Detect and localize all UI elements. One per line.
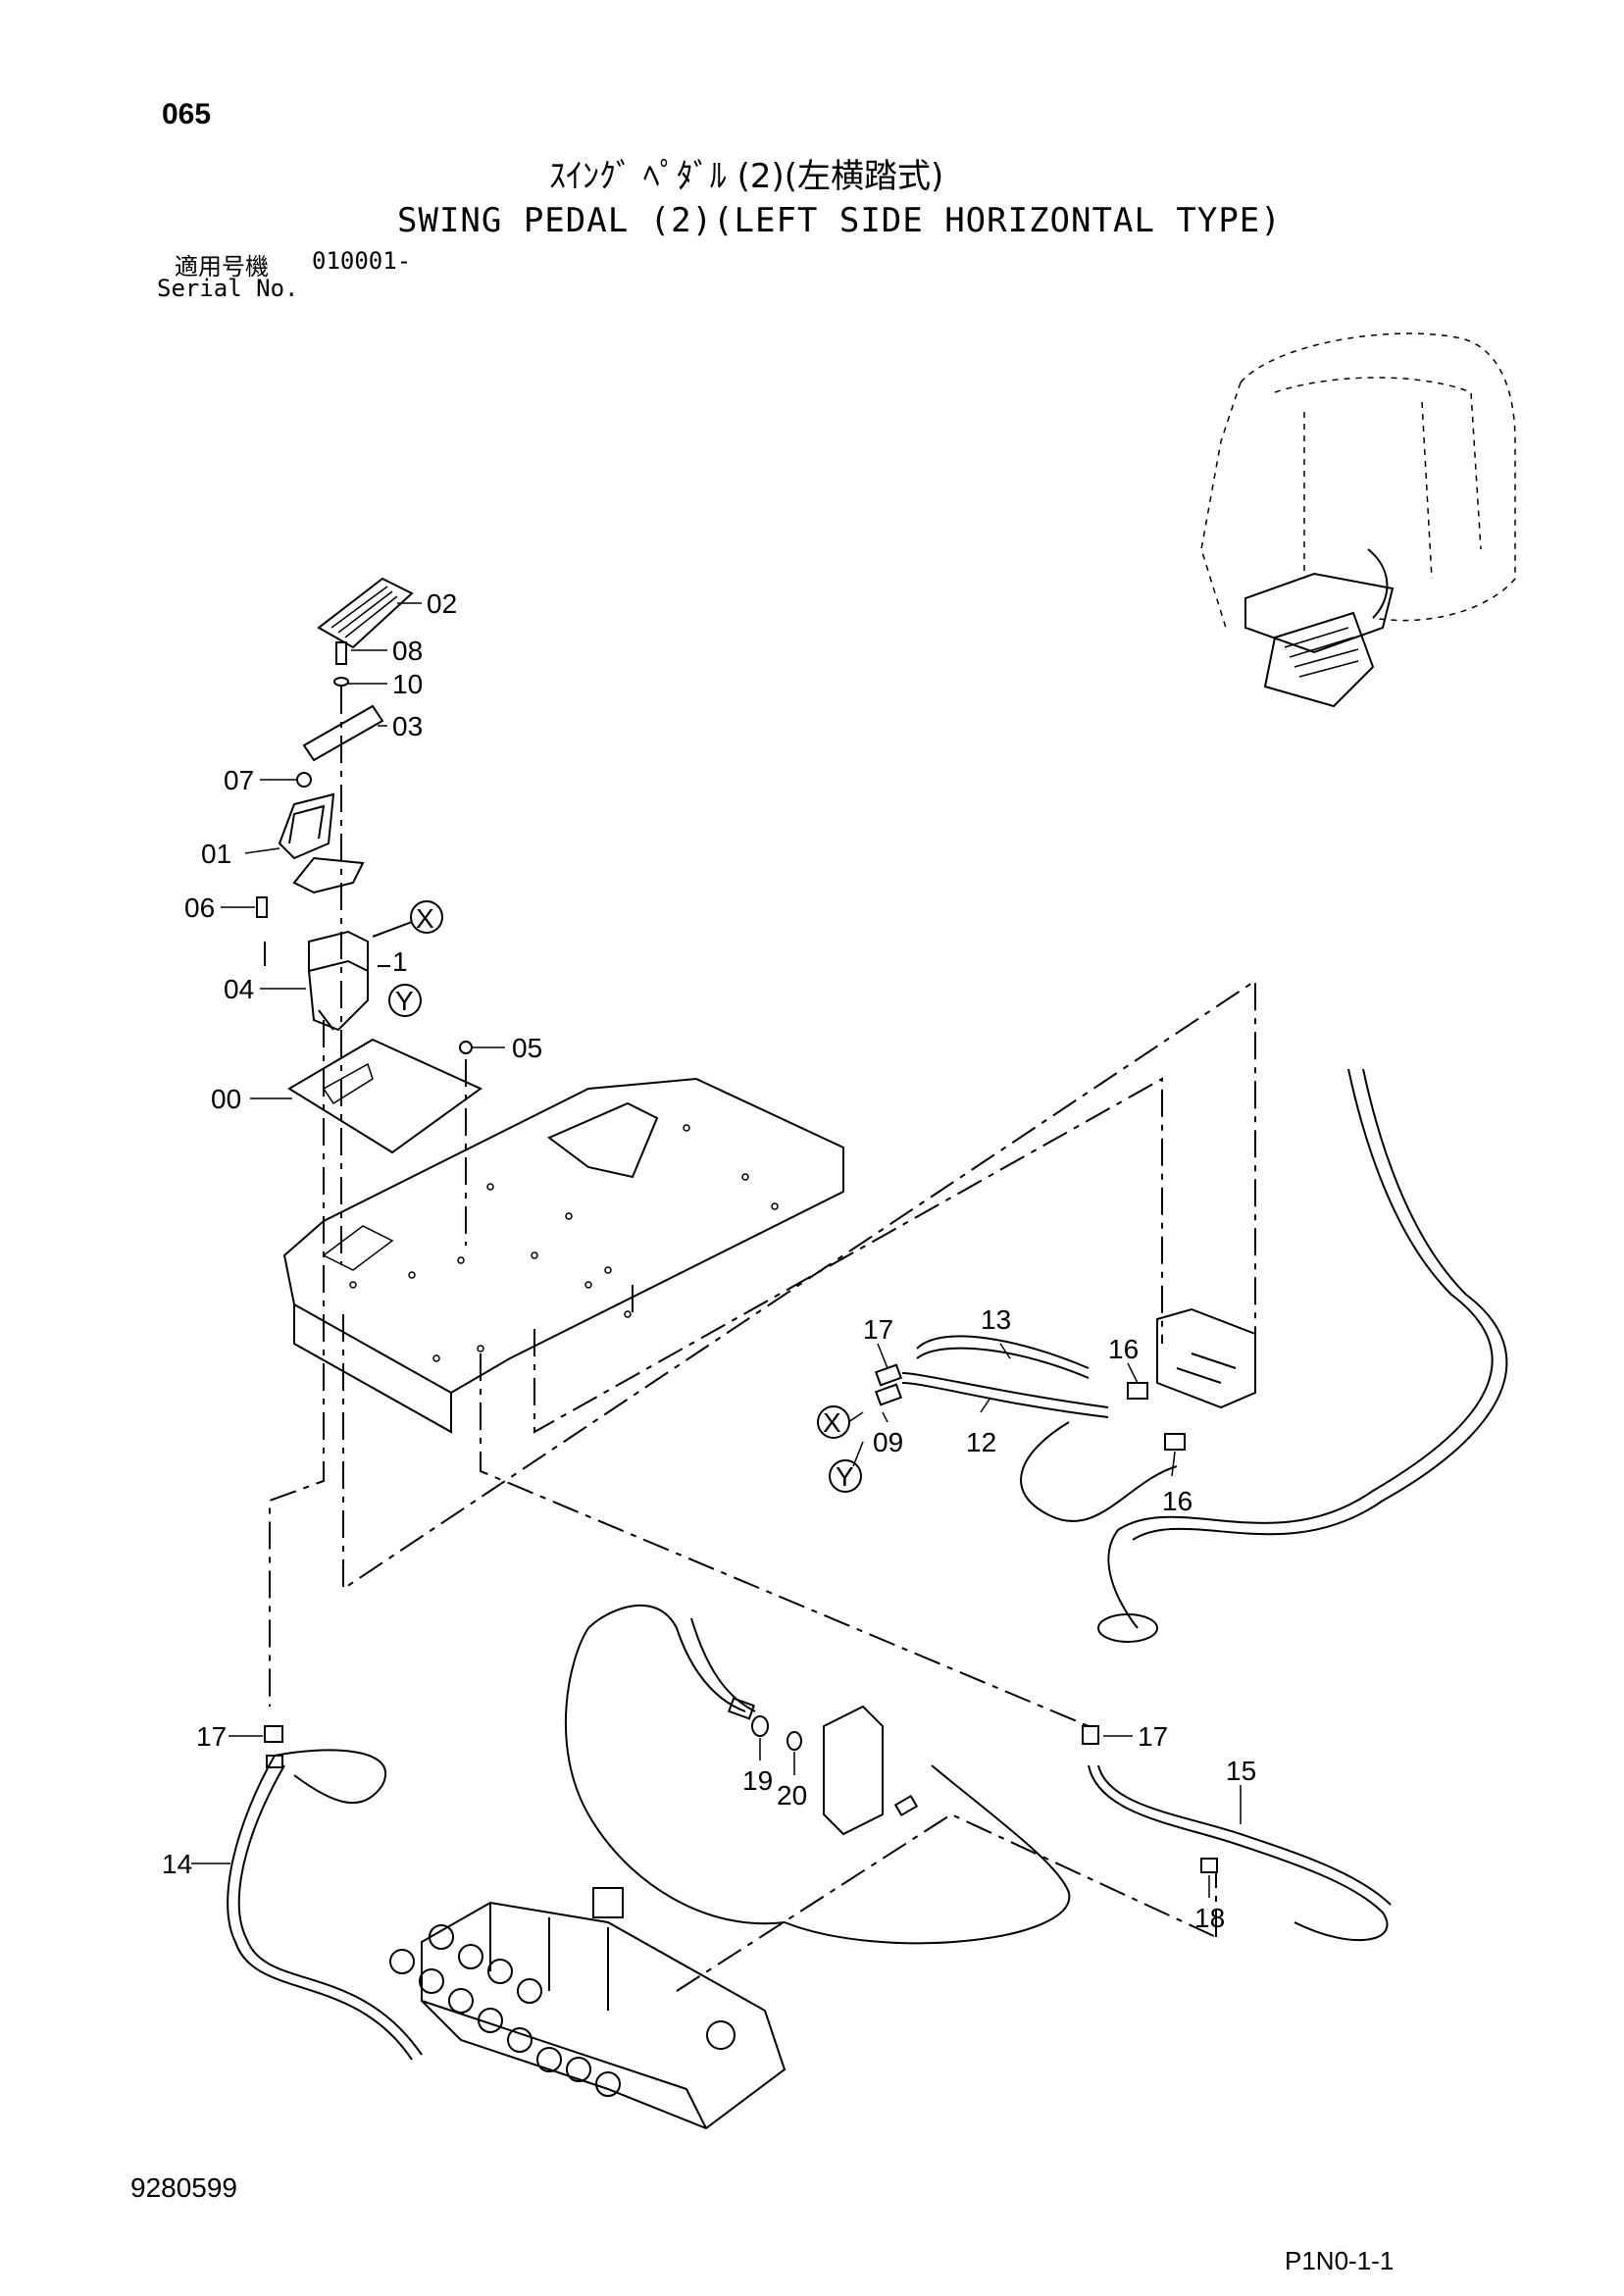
- page-number: 065: [162, 98, 212, 130]
- callout-09: 09: [873, 1427, 903, 1457]
- callout-12: 12: [966, 1427, 996, 1457]
- solenoid-valve-block: [1156, 1307, 1256, 1409]
- wire-harness: [1020, 1068, 1508, 1643]
- washer-10: [333, 677, 349, 687]
- port-x-label: X: [416, 903, 434, 934]
- control-valve-bank: [389, 1887, 787, 2130]
- drawing-number: 9280599: [130, 2172, 238, 2203]
- callout-00: 00: [211, 1084, 241, 1114]
- serial-label-english: Serial No.: [157, 275, 299, 302]
- callout-16-upper: 16: [1108, 1334, 1139, 1364]
- pedal-frame-01: [278, 792, 335, 860]
- port-y-marker: [388, 984, 422, 1017]
- bracket-03: [302, 704, 384, 762]
- callout-15: 15: [1226, 1756, 1256, 1786]
- pedal-pad: [317, 577, 414, 649]
- floor-plate-holes: [349, 1124, 779, 1362]
- port-y-marker-right: [829, 1459, 862, 1493]
- hose-15: [1082, 1725, 1392, 1942]
- nut-07: [296, 772, 312, 788]
- callout-05: 05: [512, 1033, 542, 1063]
- connector-hose: [564, 1604, 1071, 1945]
- bolt-06: [256, 896, 268, 918]
- leader-lines: [191, 602, 1242, 1898]
- callout-02: 02: [427, 588, 457, 619]
- port-x-marker-right: [817, 1405, 850, 1439]
- hoses-12-13: [874, 1335, 1109, 1418]
- cover-plate-00: [287, 1038, 482, 1154]
- callout-port-1: 1: [392, 946, 408, 977]
- callout-13: 13: [981, 1304, 1011, 1335]
- pilot-valve-04: [308, 930, 369, 1032]
- title-japanese: ｽｲﾝｸﾞ ﾍﾟﾀﾞﾙ (2)(左横踏式): [549, 157, 944, 196]
- title-english: SWING PEDAL (2)(LEFT SIDE HORIZONTAL TYP…: [397, 201, 1282, 240]
- callout-01: 01: [201, 839, 231, 869]
- callout-06: 06: [184, 893, 215, 923]
- callout-10: 10: [392, 669, 423, 699]
- pedal-base-plate: [292, 856, 365, 894]
- callout-04: 04: [224, 974, 254, 1004]
- serial-number-value: 010001-: [312, 247, 412, 275]
- callout-19: 19: [742, 1765, 773, 1796]
- callout-17-left: 17: [196, 1721, 227, 1752]
- callout-03: 03: [392, 711, 423, 741]
- cab-inset-illustration: [1200, 332, 1516, 708]
- port-y-label-right: Y: [836, 1461, 854, 1492]
- sheet-code: P1N0-1-1: [1285, 2246, 1395, 2275]
- floor-plate: [282, 1077, 844, 1434]
- port-x-marker: [410, 900, 443, 934]
- callout-numbers: 02 08 10 03 07 01 06 04 05 00 17 09 13 1…: [162, 588, 1256, 1933]
- hose-14: [227, 1725, 423, 2061]
- routing-lines: [264, 687, 1256, 1992]
- serial-label-japanese: 適用号機: [175, 253, 269, 281]
- port-x-label-right: X: [823, 1407, 841, 1438]
- port-y-label: Y: [395, 986, 414, 1016]
- callout-20: 20: [777, 1780, 807, 1811]
- callout-18: 18: [1194, 1903, 1225, 1933]
- screw-05: [459, 1041, 473, 1054]
- callout-16-lower: 16: [1162, 1486, 1193, 1516]
- fitting-16a: [1127, 1382, 1148, 1400]
- callout-17-upper: 17: [863, 1314, 893, 1345]
- callout-14: 14: [162, 1849, 192, 1879]
- callout-08: 08: [392, 636, 423, 666]
- bolt-08: [335, 641, 347, 665]
- callout-07: 07: [224, 765, 254, 795]
- fitting-16b: [1164, 1433, 1186, 1451]
- callout-17-right: 17: [1138, 1721, 1168, 1752]
